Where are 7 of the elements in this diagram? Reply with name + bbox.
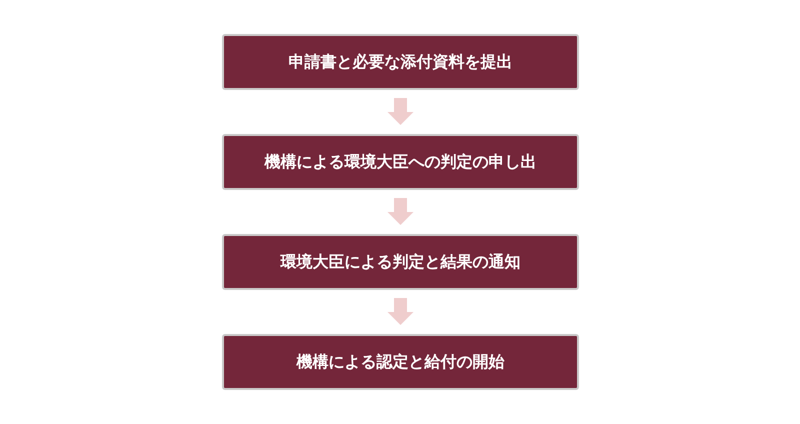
arrow — [388, 298, 414, 325]
arrow — [388, 98, 414, 125]
arrow — [388, 198, 414, 225]
process-box: 機構による認定と給付の開始 — [222, 334, 579, 390]
process-box: 環境大臣による判定と結果の通知 — [222, 234, 579, 290]
process-box: 機構による環境大臣への判定の申し出 — [222, 134, 579, 190]
process-box: 申請書と必要な添付資料を提出 — [222, 34, 579, 90]
